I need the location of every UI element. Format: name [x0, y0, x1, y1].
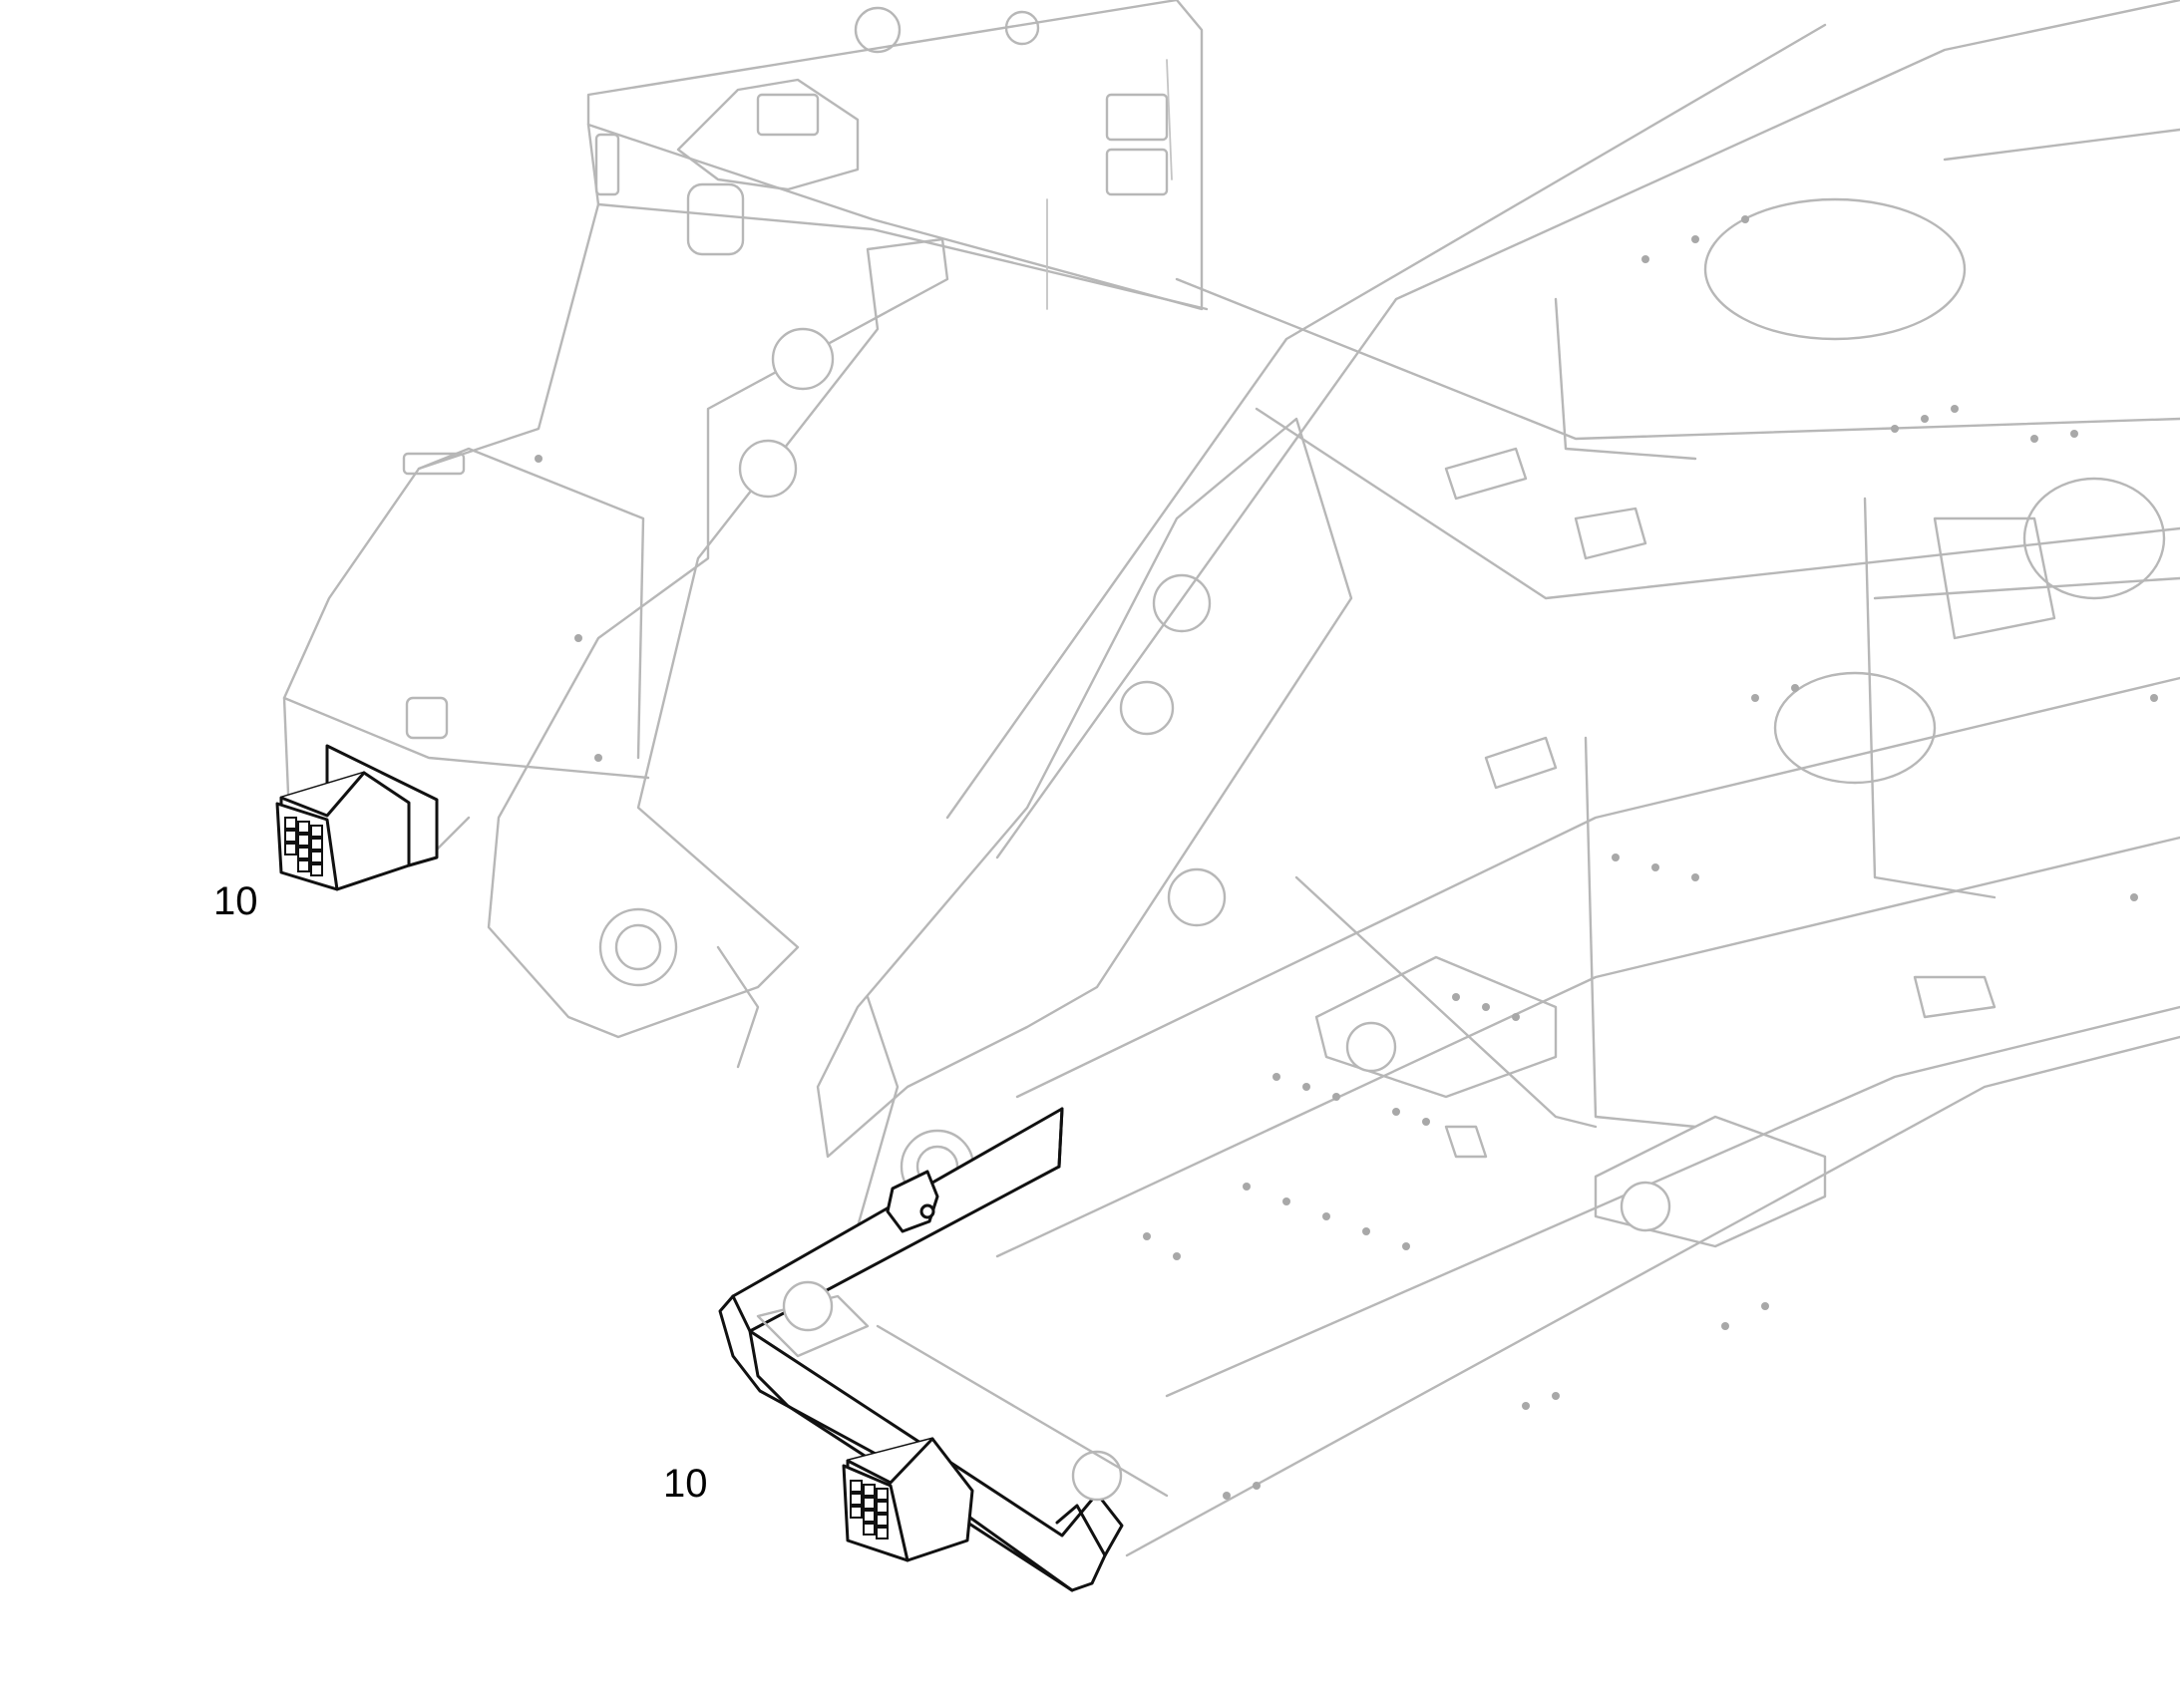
rear-bumper-assembly [718, 1107, 1169, 1592]
chassis-frame [945, 0, 2180, 1557]
callout-label: 10 [213, 879, 258, 923]
boom-mount-plates [487, 237, 1353, 1228]
callout-label: 10 [663, 1462, 708, 1506]
lamp-lens-right [850, 1480, 889, 1539]
work-lamp-right [842, 1437, 974, 1562]
bolt-pattern [535, 215, 2158, 1500]
lamp-lens-left [284, 817, 323, 876]
upper-structure [282, 0, 1209, 859]
work-lamp-left [275, 744, 439, 891]
